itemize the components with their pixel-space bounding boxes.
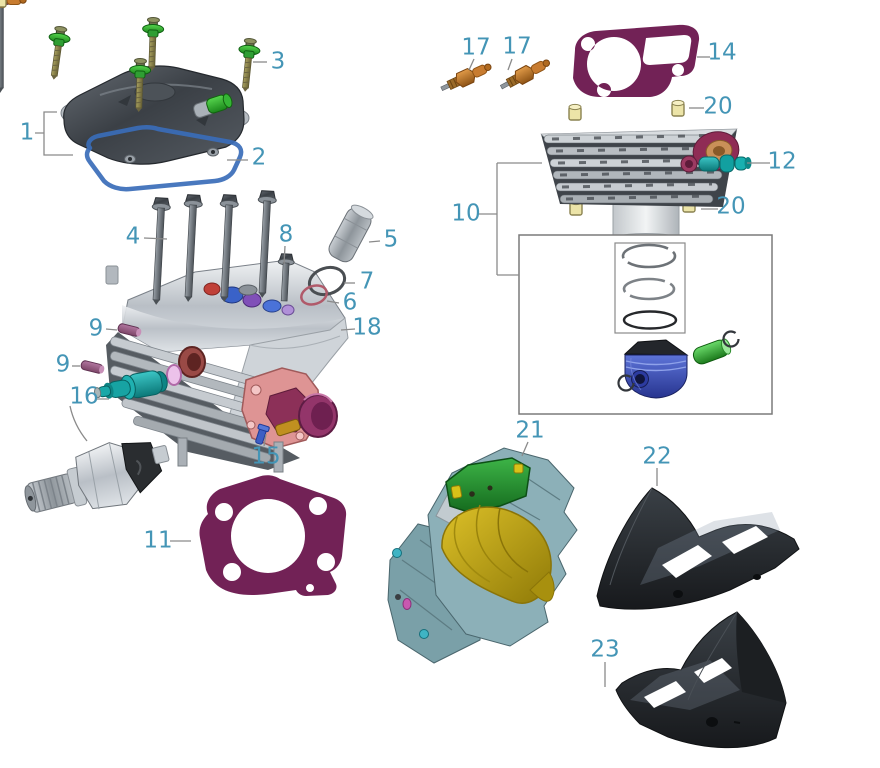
air-duct-horn	[441, 504, 555, 604]
intake-flange	[241, 367, 338, 449]
dowel-pin-2	[671, 99, 685, 117]
part-label-23: 23	[590, 636, 620, 663]
cylinder-block	[540, 128, 752, 245]
flange-bolt	[277, 253, 295, 302]
spark-plug-right	[497, 54, 554, 95]
part-label-9a: 9	[88, 315, 104, 342]
leader-lines	[35, 56, 770, 687]
part-label-6: 6	[342, 289, 358, 316]
part-label-20b: 20	[716, 193, 746, 220]
part-label-22: 22	[642, 443, 672, 470]
part-label-9b: 9	[55, 351, 71, 378]
part-label-20a: 20	[703, 93, 733, 120]
shroud-cover-upper	[596, 487, 800, 610]
cylinder-head-gasket	[573, 24, 700, 97]
piston-kit-box	[518, 234, 773, 415]
part-label-10: 10	[451, 200, 481, 227]
part-label-17b: 17	[502, 33, 532, 60]
pin-circlip-right	[722, 330, 740, 348]
cam-chain-tensioner	[680, 131, 752, 173]
thermo-sensor	[93, 370, 168, 400]
part-label-1: 1	[19, 119, 35, 146]
pin-circlip-left	[617, 374, 635, 392]
piston-ring-top	[621, 243, 677, 269]
part-label-4: 4	[125, 223, 141, 250]
part-label-15: 15	[251, 443, 281, 470]
shroud-cover-lower	[615, 611, 787, 749]
piston-oil-ring	[622, 310, 678, 330]
piston	[623, 339, 689, 399]
cylinder-head-assembly	[0, 0, 349, 473]
cylinder-base-gasket	[199, 475, 347, 596]
cover-bolt-4	[234, 36, 262, 94]
cdi-bracket	[445, 457, 531, 513]
part-label-18: 18	[352, 314, 382, 341]
small-bolt	[255, 423, 270, 445]
fan-shroud-inner-assembly	[387, 447, 578, 664]
oil-pressure-switch	[24, 442, 170, 513]
cover-bolt-1	[42, 24, 73, 82]
part-label-12: 12	[767, 148, 797, 175]
valve-cover-gasket	[84, 125, 244, 192]
dowel-pin-1	[568, 103, 582, 121]
part-label-3: 3	[270, 48, 286, 75]
part-label-7: 7	[359, 268, 375, 295]
spark-plug-left	[437, 58, 495, 97]
part-label-14: 14	[707, 39, 737, 66]
piston-ring-second	[622, 277, 676, 301]
part-label-16: 16	[69, 383, 99, 410]
o-ring-small	[300, 284, 328, 306]
part-label-5: 5	[383, 226, 399, 253]
part-label-8: 8	[278, 221, 294, 248]
valve-cover	[63, 65, 245, 165]
part-label-11: 11	[143, 527, 173, 554]
part-label-21: 21	[515, 417, 545, 444]
tappet-cover-cap	[328, 204, 374, 263]
part-label-17a: 17	[461, 34, 491, 61]
stud-pin-lower	[79, 359, 106, 375]
breather-spout	[193, 93, 233, 118]
part-label-2: 2	[251, 144, 267, 171]
valve-cover-assembly	[0, 0, 262, 192]
